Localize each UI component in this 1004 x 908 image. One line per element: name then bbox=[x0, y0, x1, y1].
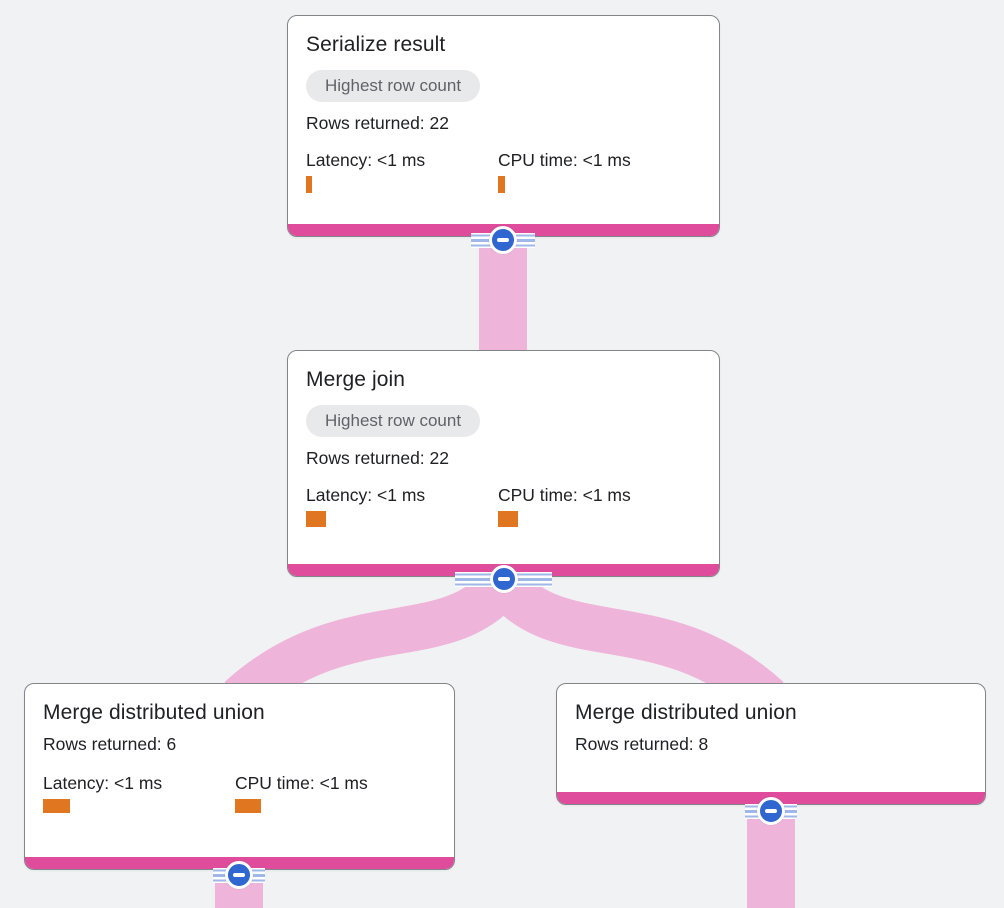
cpu-time-label: CPU time: <1 ms bbox=[498, 485, 631, 505]
highest-row-count-badge: Highest row count bbox=[306, 70, 481, 102]
node-title: Merge join bbox=[306, 368, 406, 391]
edge-merge-join-to-right-union bbox=[486, 568, 784, 717]
minus-icon bbox=[497, 577, 510, 581]
metrics-row: Latency: <1 ms CPU time: <1 ms bbox=[306, 150, 701, 193]
collapse-button[interactable] bbox=[489, 565, 518, 593]
rows-returned-text: Rows returned: 6 bbox=[43, 734, 177, 754]
node-content: Merge distributed union Rows returned: 6… bbox=[25, 684, 454, 813]
collapse-button[interactable] bbox=[489, 226, 517, 254]
latency-label: Latency: <1 ms bbox=[43, 773, 163, 793]
collapse-button[interactable] bbox=[225, 861, 253, 889]
node-title: Merge distributed union bbox=[575, 701, 797, 724]
rows-returned-text: Rows returned: 22 bbox=[306, 448, 449, 468]
cpu-time-bar bbox=[235, 799, 261, 813]
cpu-time-label: CPU time: <1 ms bbox=[498, 150, 631, 170]
node-title: Merge distributed union bbox=[43, 701, 265, 724]
edge-connector-serialize-result bbox=[471, 226, 535, 254]
latency-bar bbox=[43, 799, 70, 813]
node-content: Merge join Highest row count Rows return… bbox=[288, 351, 719, 527]
latency-bar bbox=[306, 511, 326, 527]
minus-icon bbox=[497, 238, 509, 242]
cpu-time-metric: CPU time: <1 ms bbox=[498, 485, 690, 527]
latency-metric: Latency: <1 ms bbox=[306, 485, 498, 527]
node-title: Serialize result bbox=[306, 33, 446, 56]
minus-icon bbox=[233, 873, 245, 877]
node-merge-join[interactable]: Merge join Highest row count Rows return… bbox=[287, 350, 720, 577]
collapse-button[interactable] bbox=[757, 797, 785, 825]
latency-label: Latency: <1 ms bbox=[306, 150, 426, 170]
metrics-row: Latency: <1 ms CPU time: <1 ms bbox=[306, 485, 701, 527]
metrics-row: Latency: <1 ms CPU time: <1 ms bbox=[43, 773, 436, 813]
cpu-time-label: CPU time: <1 ms bbox=[235, 773, 368, 793]
minus-icon bbox=[765, 809, 777, 813]
rows-returned-text: Rows returned: 22 bbox=[306, 113, 449, 133]
node-merge-distributed-union-right[interactable]: Merge distributed union Rows returned: 8 bbox=[556, 683, 986, 805]
node-merge-distributed-union-left[interactable]: Merge distributed union Rows returned: 6… bbox=[24, 683, 455, 870]
cpu-time-bar bbox=[498, 176, 505, 193]
latency-label: Latency: <1 ms bbox=[306, 485, 426, 505]
node-serialize-result[interactable]: Serialize result Highest row count Rows … bbox=[287, 15, 720, 237]
highest-row-count-badge: Highest row count bbox=[306, 405, 481, 437]
edge-connector-union-right bbox=[745, 797, 797, 825]
edge-connector-union-left bbox=[213, 861, 265, 889]
latency-metric: Latency: <1 ms bbox=[43, 773, 235, 813]
cpu-time-metric: CPU time: <1 ms bbox=[498, 150, 690, 193]
cpu-time-bar bbox=[498, 511, 518, 527]
node-content: Serialize result Highest row count Rows … bbox=[288, 16, 719, 193]
edge-merge-join-to-left-union bbox=[224, 568, 521, 717]
rows-returned-text: Rows returned: 8 bbox=[575, 734, 709, 754]
cpu-time-metric: CPU time: <1 ms bbox=[235, 773, 427, 813]
node-content: Merge distributed union Rows returned: 8 bbox=[557, 684, 985, 755]
edge-connector-merge-join bbox=[455, 565, 552, 593]
latency-metric: Latency: <1 ms bbox=[306, 150, 498, 193]
latency-bar bbox=[306, 176, 312, 193]
